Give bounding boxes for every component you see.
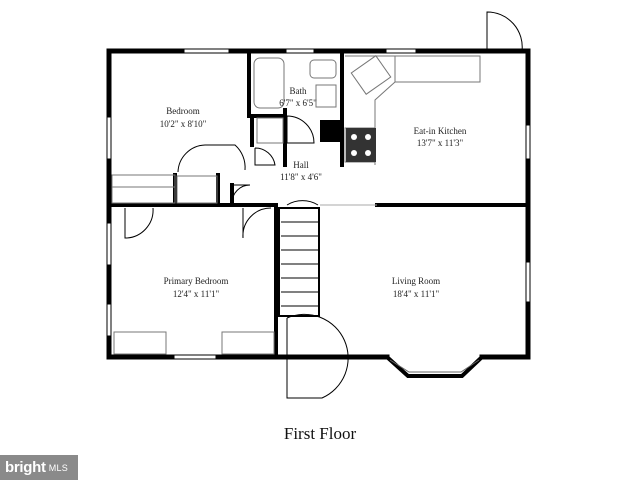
room-label-primary-bedroom: Primary Bedroom 12'4" x 11'1" — [164, 276, 229, 299]
stove — [346, 128, 376, 162]
svg-text:Primary Bedroom: Primary Bedroom — [164, 276, 229, 286]
svg-text:Living Room: Living Room — [392, 276, 440, 286]
svg-text:Bath: Bath — [290, 86, 307, 96]
svg-text:10'2" x 8'10": 10'2" x 8'10" — [160, 119, 207, 129]
refrigerator — [320, 120, 340, 142]
room-label-bedroom: Bedroom 10'2" x 8'10" — [160, 106, 207, 129]
svg-text:Eat-in Kitchen: Eat-in Kitchen — [414, 126, 467, 136]
svg-text:6'7" x 6'5": 6'7" x 6'5" — [279, 98, 317, 108]
svg-text:Bedroom: Bedroom — [166, 106, 200, 116]
brand-name: bright — [5, 459, 46, 476]
room-label-hall: Hall 11'8" x 4'6" — [280, 160, 322, 182]
bay-window — [385, 355, 484, 378]
room-label-bath: Bath 6'7" x 6'5" — [279, 86, 317, 108]
floor-plan: Bedroom 10'2" x 8'10" Bath 6'7" x 6'5" E… — [106, 11, 531, 399]
room-label-kitchen: Eat-in Kitchen 13'7" x 11'3" — [414, 126, 467, 148]
stairs — [278, 207, 320, 317]
svg-text:12'4" x 11'1": 12'4" x 11'1" — [173, 289, 220, 299]
room-label-living-room: Living Room 18'4" x 11'1" — [392, 276, 440, 299]
svg-text:18'4" x 11'1": 18'4" x 11'1" — [393, 289, 440, 299]
windows — [106, 48, 531, 360]
floor-title: First Floor — [283, 424, 357, 443]
svg-text:Hall: Hall — [293, 160, 309, 170]
brand-watermark: bright MLS — [0, 455, 78, 480]
door-swings — [124, 11, 523, 399]
svg-text:11'8" x 4'6": 11'8" x 4'6" — [280, 172, 322, 182]
svg-text:13'7" x 11'3": 13'7" x 11'3" — [417, 138, 464, 148]
brand-suffix: MLS — [48, 462, 69, 473]
